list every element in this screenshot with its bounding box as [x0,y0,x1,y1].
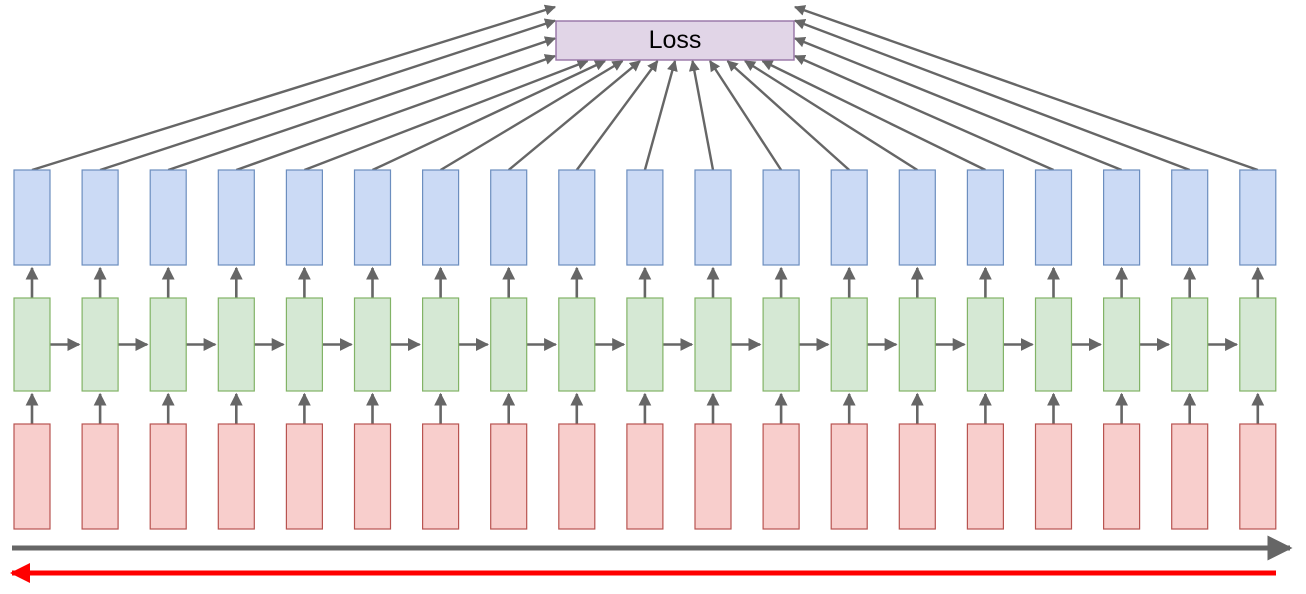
hidden-cell-17 [1102,297,1141,392]
hidden-cell-18 [1171,297,1209,392]
output-cell-16 [1034,169,1073,266]
pass-direction-axes [10,535,1293,583]
output-cell-8 [490,169,528,266]
input-cell-9 [558,423,596,530]
output-cell-3 [149,169,187,266]
input-cell-17 [1102,423,1141,530]
output-to-loss-arrow-4 [235,54,557,172]
loss-node-box [555,20,795,61]
hidden-cell-11 [694,297,732,392]
output-to-loss-arrow-3 [167,36,557,172]
hidden-cell-14 [898,297,936,392]
output-cell-1 [13,169,51,266]
hidden-cell-1 [13,297,51,392]
hidden-cell-4 [217,297,255,392]
output-to-loss-arrow-5 [303,59,589,172]
output-to-loss-arrow-19 [793,5,1259,172]
output-cell-11 [694,169,732,266]
hidden-cell-19 [1239,297,1277,392]
cell-connector-edges [25,266,1265,424]
hidden-cell-12 [762,297,800,392]
input-cell-11 [694,423,732,530]
hidden-cell-2 [81,297,119,392]
hidden-cell-9 [558,297,596,392]
hidden-cell-10 [626,297,664,392]
output-cell-5 [285,169,323,266]
output-cell-17 [1102,169,1141,266]
hidden-cell-8 [490,297,528,392]
input-cell-6 [353,423,392,530]
input-cell-18 [1171,423,1209,530]
input-cell-2 [81,423,119,530]
output-to-loss-arrow-7 [439,59,624,172]
output-to-loss-arrow-2 [99,18,557,172]
input-cell-5 [285,423,323,530]
output-to-loss-arrow-18 [793,19,1191,172]
input-cell-3 [149,423,187,530]
output-to-loss-arrow-14 [744,59,918,172]
output-cell-4 [217,169,255,266]
output-cell-18 [1171,169,1209,266]
hidden-cell-5 [285,297,323,392]
output-to-loss-arrow-17 [793,36,1123,172]
loss-node-label: Loss [649,26,702,54]
output-cell-15 [966,169,1005,266]
input-cell-10 [626,423,664,530]
output-to-loss-arrow-12 [708,60,783,171]
output-to-loss-arrow-13 [726,60,851,171]
input-cell-4 [217,423,255,530]
input-cell-19 [1239,423,1277,530]
output-to-loss-edges [31,4,1259,172]
output-to-loss-arrow-6 [371,59,606,172]
hidden-cell-7 [422,297,460,392]
output-to-loss-arrow-16 [793,54,1054,172]
output-cell-2 [81,169,119,266]
output-cell-14 [898,169,936,266]
input-cell-15 [966,423,1005,530]
input-cell-13 [830,423,868,530]
output-to-loss-arrow-15 [761,59,986,172]
output-cell-19 [1239,169,1277,266]
input-cell-1 [13,423,51,530]
input-cell-14 [898,423,936,530]
output-to-loss-arrow-1 [31,4,557,172]
hidden-cell-3 [149,297,187,392]
input-cell-16 [1034,423,1073,530]
output-to-loss-arrow-10 [643,59,678,171]
output-to-loss-arrow-9 [575,60,659,171]
loss-node-group: Loss [555,20,795,61]
output-cell-6 [353,169,392,266]
input-cell-8 [490,423,528,530]
cell-boxes [13,169,1277,530]
output-cell-10 [626,169,664,266]
output-to-loss-arrow-8 [507,60,641,171]
input-cell-12 [762,423,800,530]
hidden-cell-15 [966,297,1005,392]
input-cell-7 [422,423,460,530]
hidden-cell-16 [1034,297,1073,392]
hidden-cell-6 [353,297,392,392]
output-cell-13 [830,169,868,266]
hidden-cell-13 [830,297,868,392]
output-cell-9 [558,169,596,266]
output-cell-12 [762,169,800,266]
output-cell-7 [422,169,460,266]
output-to-loss-arrow-11 [688,59,715,171]
